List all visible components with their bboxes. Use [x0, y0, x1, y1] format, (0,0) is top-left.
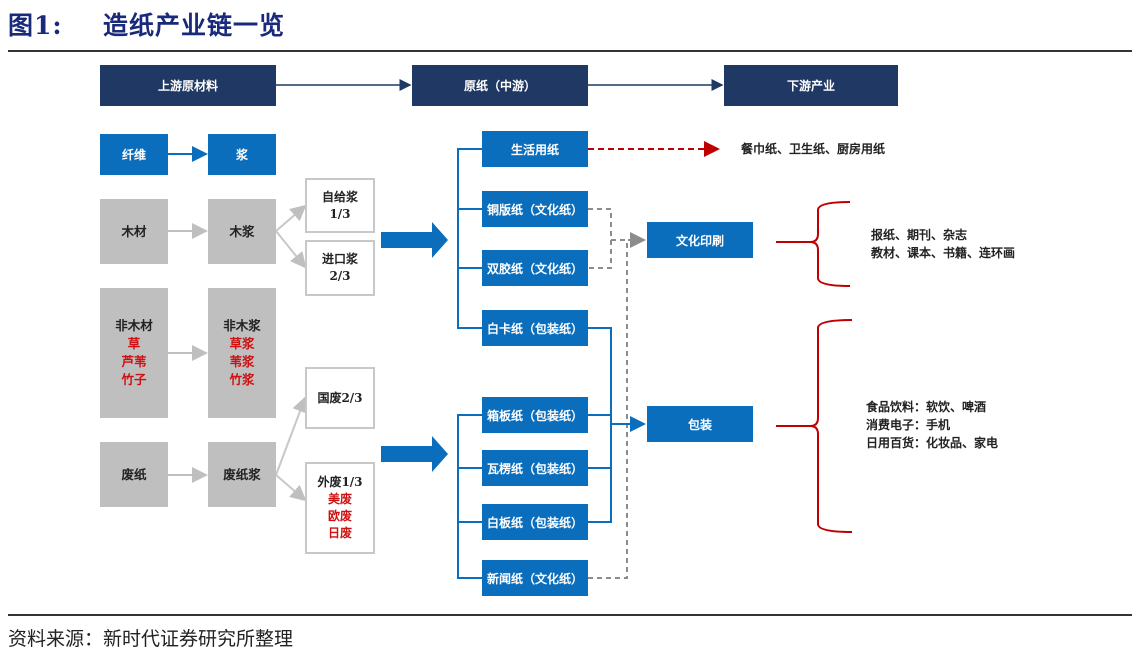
raw-wastepaper-box: 废纸 [100, 442, 168, 507]
imported-label: 进口浆 [321, 252, 358, 266]
foreign-waste-sub: 日废 [327, 526, 352, 540]
paper-corrugated: 瓦楞纸（包装纸） [482, 450, 588, 486]
big-arrow-upper [381, 222, 448, 258]
paper-household: 生活用纸 [482, 131, 588, 167]
pulp-box: 浆 [208, 134, 276, 175]
paper-offset: 双胶纸（文化纸） [482, 250, 588, 286]
raw-nonwood-sub: 草 [127, 336, 141, 351]
fiber-box: 纤维 [100, 134, 168, 175]
paper-containerboard: 箱板纸（包装纸） [482, 397, 588, 433]
raw-nonwood-label: 非木材 [115, 318, 153, 333]
culture-printing-box: 文化印刷 [647, 222, 753, 258]
foreign-waste-box: 外废1/3 美废 欧废 日废 [305, 462, 375, 554]
header-upstream: 上游原材料 [100, 65, 276, 106]
packaging-connector [588, 327, 644, 523]
woodpulp-split-down [275, 230, 307, 269]
big-arrow-lower [381, 436, 448, 472]
packaging-use-line: 消费电子：手机 [866, 418, 951, 432]
pulp-waste-box: 废纸浆 [208, 442, 276, 507]
wastepulp-split-up [275, 396, 308, 476]
packaging-uses: 食品饮料：软饮、啤酒 消费电子：手机 日用百货：化妆品、家电 [866, 398, 998, 452]
header-downstream: 下游产业 [724, 65, 898, 106]
packaging-box: 包装 [647, 406, 753, 442]
domestic-waste-box: 国废2/3 [305, 367, 375, 429]
pulp-nonwood-box: 非木浆 草浆 苇浆 竹浆 [208, 288, 276, 418]
packaging-brace [776, 319, 853, 533]
foreign-waste-sub: 欧废 [327, 509, 352, 523]
pulp-nonwood-sub: 苇浆 [229, 354, 255, 369]
newsprint-dashed-connector [588, 232, 646, 579]
figure-number: 图1: [8, 11, 63, 40]
pulp-nonwood-sub: 竹浆 [229, 372, 255, 387]
header-midstream: 原纸（中游） [412, 65, 588, 106]
foreign-waste-label: 外废1/3 [317, 475, 363, 489]
paper-ivory-board: 白卡纸（包装纸） [482, 310, 588, 346]
paper-bracket-lower [457, 414, 482, 579]
bottom-rule [8, 614, 1132, 616]
self-supplied-share: 1/3 [329, 206, 351, 221]
raw-nonwood-box: 非木材 草 芦苇 竹子 [100, 288, 168, 418]
self-supplied-pulp-box: 自给浆 1/3 [305, 178, 375, 233]
pulp-wood-label: 木浆 [229, 223, 255, 239]
paper-newsprint: 新闻纸（文化纸） [482, 560, 588, 596]
foreign-waste-sub: 美废 [327, 492, 352, 506]
pulp-nonwood-sub: 草浆 [229, 336, 255, 351]
culture-dashed-connector [588, 208, 627, 269]
domestic-waste-label: 国废2/3 [317, 390, 363, 405]
pulp-nonwood-label: 非木浆 [223, 318, 261, 333]
culture-use-line: 教材、课本、书籍、连环画 [871, 246, 1016, 260]
packaging-use-line: 日用百货：化妆品、家电 [866, 436, 999, 450]
culture-printing-uses: 报纸、期刊、杂志 教材、课本、书籍、连环画 [871, 226, 1015, 262]
packaging-use-line: 食品饮料：软饮、啤酒 [866, 400, 987, 414]
paper-whiteboard: 白板纸（包装纸） [482, 504, 588, 540]
figure-title-text: 造纸产业链一览 [103, 11, 286, 40]
top-rule [8, 50, 1132, 52]
raw-wood-label: 木材 [121, 223, 147, 239]
raw-wood-box: 木材 [100, 199, 168, 264]
raw-nonwood-sub: 竹子 [121, 372, 147, 387]
culture-brace [776, 201, 851, 287]
pulp-waste-label: 废纸浆 [223, 466, 261, 482]
figure-title: 图1: 造纸产业链一览 [8, 6, 285, 46]
self-supplied-label: 自给浆 [321, 189, 358, 204]
imported-share: 2/3 [329, 269, 351, 283]
raw-wastepaper-label: 废纸 [121, 466, 147, 482]
paper-bracket-upper [457, 148, 482, 329]
woodpulp-split-up [275, 204, 307, 232]
wastepulp-split-down [275, 474, 307, 502]
culture-use-line: 报纸、期刊、杂志 [871, 228, 968, 242]
household-products-text: 餐巾纸、卫生纸、厨房用纸 [741, 142, 886, 156]
pulp-wood-box: 木浆 [208, 199, 276, 264]
raw-nonwood-sub: 芦苇 [121, 354, 147, 369]
source-note: 资料来源：新时代证券研究所整理 [8, 628, 294, 650]
imported-pulp-box: 进口浆 2/3 [305, 240, 375, 296]
paper-coated: 铜版纸（文化纸） [482, 191, 588, 227]
